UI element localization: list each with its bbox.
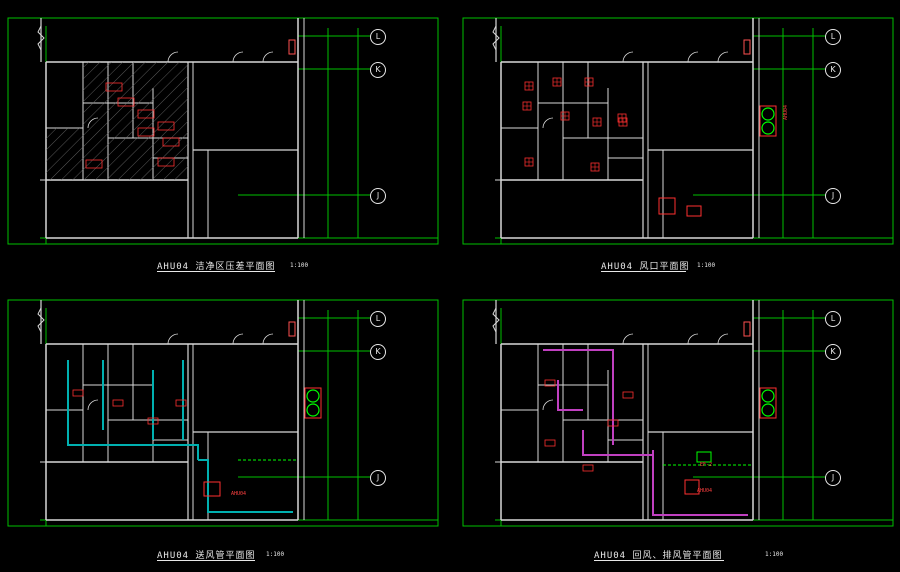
axis-bubble-l: L [370, 311, 386, 327]
ef-tag: EF-2 [700, 462, 713, 468]
axis-bubble-j: J [370, 188, 386, 204]
column-mark [743, 321, 751, 337]
pressure-tag [137, 127, 155, 137]
duct-tag [622, 391, 634, 399]
column-mark [288, 39, 296, 55]
column-mark [288, 321, 296, 337]
equipment-box [686, 205, 702, 217]
ahu-fan [761, 389, 775, 403]
return-duct [652, 450, 748, 516]
ahu-unit [684, 479, 700, 495]
ahu-unit [203, 481, 221, 497]
return-duct [543, 349, 614, 445]
pressure-tag [105, 82, 123, 92]
return-duct [557, 380, 583, 411]
pressure-tag [137, 109, 155, 119]
wall-break [37, 25, 45, 51]
duct-tag [72, 389, 84, 397]
duct-tag [607, 419, 619, 427]
door-swing [87, 399, 99, 411]
column-mark [743, 39, 751, 55]
ahu-casing [759, 105, 777, 137]
pressure-tag [157, 157, 175, 167]
ahu-fan [306, 403, 320, 417]
panel-scale-air-outlets: 1:100 [697, 262, 716, 269]
panel-caption-supply-duct: AHU04 送风管平面图 [157, 551, 256, 561]
panel-scale-supply-duct: 1:100 [266, 551, 285, 558]
ahu-fan [761, 121, 775, 135]
equipment-box [658, 197, 676, 215]
axis-bubble-j: J [825, 470, 841, 486]
ahu-casing [759, 387, 777, 419]
return-duct [582, 430, 653, 456]
drawing-frame [7, 17, 439, 245]
floor-plan-panel-air-outlets [462, 17, 894, 245]
panel-scale-return-exhaust-duct: 1:100 [765, 551, 784, 558]
door-swing [542, 399, 554, 411]
drawing-frame [462, 17, 894, 245]
pressure-tag [157, 121, 175, 131]
pressure-tag [162, 137, 180, 147]
door-swing [167, 333, 179, 345]
panel-caption-pressure: AHU04 洁净区压差平面图 [157, 262, 276, 272]
axis-bubble-j: J [370, 470, 386, 486]
ahu-tag: AHU04 [783, 104, 789, 120]
door-swing [622, 51, 634, 63]
pressure-tag [85, 159, 103, 169]
wall-break [492, 25, 500, 51]
axis-bubble-j: J [825, 188, 841, 204]
ahu-fan [306, 389, 320, 403]
axis-bubble-k: K [370, 62, 386, 78]
hatched-zone [83, 62, 188, 128]
axis-bubble-l: L [370, 29, 386, 45]
ahu-tag: AHU04 [231, 491, 247, 497]
door-swing [232, 51, 244, 63]
floor-plan-panel-return-exhaust-duct [462, 299, 894, 527]
panel-caption-air-outlets: AHU04 风口平面图 [601, 262, 690, 272]
ahu-fan [761, 403, 775, 417]
duct-tag [582, 464, 594, 472]
axis-bubble-k: K [825, 62, 841, 78]
supply-duct [67, 360, 199, 460]
door-swing [717, 333, 729, 345]
ahu-fan [761, 107, 775, 121]
door-swing [622, 333, 634, 345]
door-swing [262, 51, 274, 63]
door-swing [232, 333, 244, 345]
duct-tag [175, 399, 187, 407]
pressure-tag [117, 97, 135, 107]
duct-tag [544, 379, 556, 387]
drawing-frame [462, 299, 894, 527]
duct-tag [112, 399, 124, 407]
duct-tag [544, 439, 556, 447]
door-swing [687, 51, 699, 63]
door-swing [262, 333, 274, 345]
ahu-tag: AHU04 [697, 488, 713, 494]
drawing-frame [7, 299, 439, 527]
wall-break [37, 307, 45, 333]
door-swing [167, 51, 179, 63]
axis-bubble-k: K [825, 344, 841, 360]
panel-caption-return-exhaust-duct: AHU04 回风、排风管平面图 [594, 551, 723, 561]
axis-bubble-l: L [825, 311, 841, 327]
duct-tag [147, 417, 159, 425]
floor-plan-panel-supply-duct [7, 299, 439, 527]
wall-break [492, 307, 500, 333]
hatched-zone [46, 128, 188, 180]
door-swing [542, 117, 554, 129]
axis-bubble-k: K [370, 344, 386, 360]
panel-scale-pressure: 1:100 [290, 262, 309, 269]
supply-duct [198, 459, 293, 513]
door-swing [717, 51, 729, 63]
axis-bubble-l: L [825, 29, 841, 45]
exhaust-fan [696, 451, 712, 463]
floor-plan-panel-pressure [7, 17, 439, 245]
ahu-casing [304, 387, 322, 419]
door-swing [687, 333, 699, 345]
